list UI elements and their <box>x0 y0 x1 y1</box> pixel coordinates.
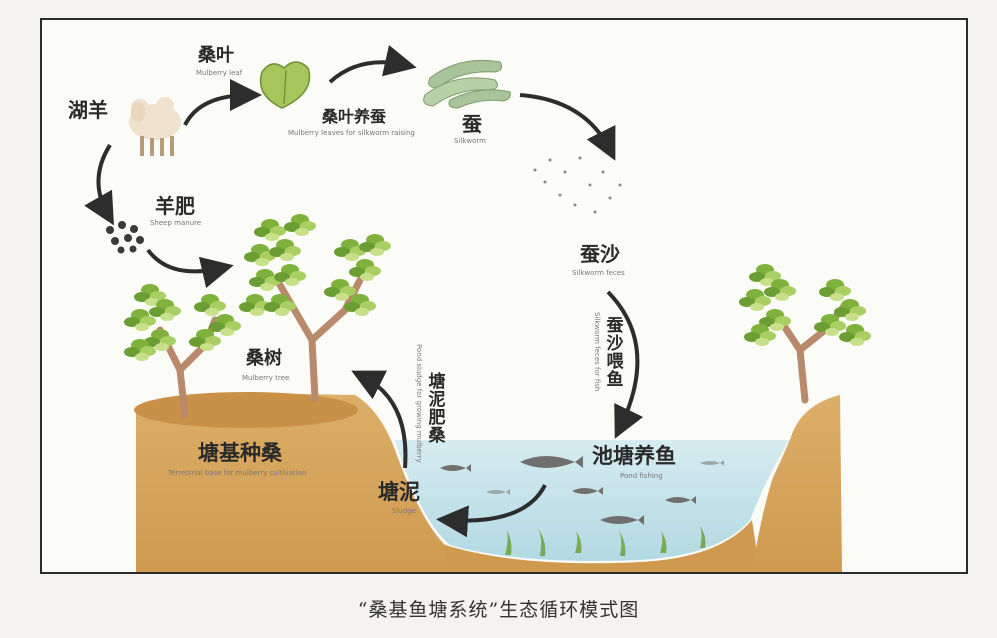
cycle-arrows <box>84 45 644 538</box>
arrow-feces-to-pond <box>606 290 644 439</box>
figure-caption: “桑基鱼塘系统”生态循环模式图 <box>357 599 640 621</box>
fish-group <box>440 456 724 525</box>
node-terrestrial-base-sub: Terrestrial base for mulberry cultivatio… <box>168 469 307 477</box>
node-pond-fishing-label: 池塘养鱼 <box>592 444 676 468</box>
node-sheep-manure-label: 羊肥 <box>155 194 195 218</box>
node-mulberry-leaf-label: 桑叶 <box>198 45 234 66</box>
arrow-silkworm-to-feces <box>519 93 616 161</box>
node-pond-sludge-sub: Pond sludge for growing mulberry <box>415 344 423 463</box>
node-mulberry-leaf-sub: Mulberry leaf <box>196 69 243 77</box>
sheep-manure-pellets <box>106 221 144 254</box>
node-silkworm-feces-label: 蚕沙 <box>580 242 620 266</box>
sheep-illustration <box>129 97 181 156</box>
tree-foliage <box>124 214 871 361</box>
pond-water <box>395 440 790 561</box>
silkworm-illustration <box>423 59 511 109</box>
node-silkworm-label: 蚕 <box>462 112 482 136</box>
node-sludge-label: 塘泥 <box>378 480 420 504</box>
arrow-pond-to-sludge <box>436 484 547 538</box>
node-silkworm-feces-sub: Silkworm feces <box>572 269 625 277</box>
node-sludge-sub: Sludge <box>392 507 417 515</box>
node-pond-sludge-label: 塘泥肥桑 <box>428 372 446 446</box>
mulberry-leaf-illustration <box>259 61 311 109</box>
left-bank-top <box>134 392 358 428</box>
arrow-sludge-to-tree <box>351 370 408 469</box>
node-pond-fishing-sub: Pond fishing <box>620 472 663 480</box>
node-terrestrial-base-label: 塘基种桑 <box>198 441 282 465</box>
node-feces-for-fish-sub: Silkworm feces for fish <box>593 312 601 392</box>
arrow-sheep-to-leaf <box>183 79 262 126</box>
node-leaves-for-silkworm-label: 桑叶养蚕 <box>322 107 387 126</box>
silkworm-feces-dots <box>533 156 622 214</box>
node-sheep-manure-sub: Sheep manure <box>150 219 202 227</box>
node-silkworm-sub: Silkworm <box>454 137 486 145</box>
node-leaves-for-silkworm-sub: Mulberry leaves for silkworm raising <box>288 129 415 137</box>
arrow-sheep-to-manure <box>84 143 114 226</box>
node-mulberry-tree-sub: Mulberry tree <box>242 374 290 382</box>
node-feces-for-fish-label: 蚕沙喂鱼 <box>606 316 624 390</box>
left-bank-soil <box>136 393 455 572</box>
right-bank-soil <box>752 395 842 572</box>
pond-bottom-soil <box>445 520 760 572</box>
node-mulberry-tree-label: 桑树 <box>246 348 282 369</box>
arrow-leaf-to-silkworm <box>328 45 417 84</box>
water-plants <box>505 526 706 556</box>
arrow-manure-to-tree <box>146 248 234 289</box>
node-sheep-label: 湖羊 <box>68 98 108 122</box>
